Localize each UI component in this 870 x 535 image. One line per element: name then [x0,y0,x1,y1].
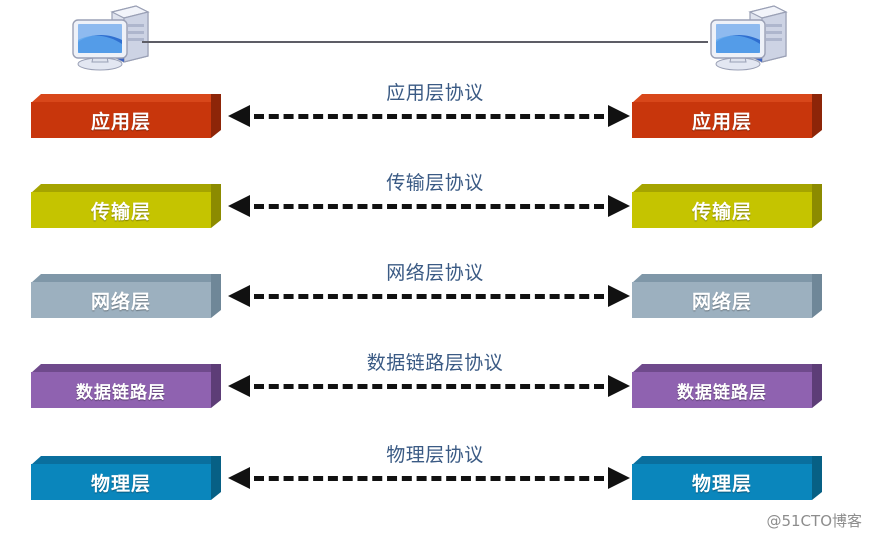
box-top-bevel [632,94,822,103]
box-top-bevel [31,184,221,193]
right-layer-box-network: 网络层 [632,274,822,318]
layer-label: 数据链路层 [76,382,166,403]
box-front-face: 数据链路层 [31,372,211,408]
protocol-label-transport: 传输层协议 [386,172,484,194]
arrow-head-right [608,105,630,127]
box-front-face: 应用层 [31,102,211,138]
protocol-arrow-network [228,285,630,307]
box-front-face: 物理层 [31,464,211,500]
layer-label: 网络层 [691,290,752,313]
protocol-arrow-transport [228,195,630,217]
arrow-shaft [254,114,604,119]
protocol-arrow-application [228,105,630,127]
box-top-bevel [31,274,221,283]
box-side-face [211,184,221,228]
arrow-head-left [228,285,250,307]
arrow-head-right [608,285,630,307]
box-side-face [211,274,221,318]
arrow-head-left [228,375,250,397]
protocol-label-datalink: 数据链路层协议 [366,352,504,374]
box-top-bevel [632,274,822,283]
arrow-head-right [608,467,630,489]
right-host-computer-icon [706,4,792,76]
layer-label: 传输层 [691,200,752,223]
arrow-shaft [254,476,604,481]
box-front-face: 物理层 [632,464,812,500]
box-side-face [211,94,221,138]
box-top-bevel [31,456,221,465]
protocol-label-application: 应用层协议 [386,82,484,104]
box-side-face [812,184,822,228]
left-layer-box-datalink: 数据链路层 [31,364,221,408]
box-side-face [812,456,822,500]
arrow-head-left [228,105,250,127]
layer-label: 应用层 [90,110,151,133]
left-layer-box-physical: 物理层 [31,456,221,500]
arrow-head-right [608,195,630,217]
right-layer-box-application: 应用层 [632,94,822,138]
box-side-face [211,456,221,500]
box-top-bevel [632,456,822,465]
watermark: @51CTO博客 [766,512,862,530]
box-top-bevel [632,364,822,373]
host-link-line [142,41,708,43]
box-side-face [812,94,822,138]
arrow-shaft [254,294,604,299]
arrow-head-left [228,195,250,217]
layer-label: 物理层 [691,472,752,495]
right-layer-box-physical: 物理层 [632,456,822,500]
layer-label: 数据链路层 [677,382,767,403]
box-top-bevel [31,364,221,373]
arrow-head-left [228,467,250,489]
left-layer-box-application: 应用层 [31,94,221,138]
left-layer-box-transport: 传输层 [31,184,221,228]
arrow-head-right [608,375,630,397]
box-side-face [211,364,221,408]
layer-label: 物理层 [90,472,151,495]
layer-label: 传输层 [90,200,151,223]
right-layer-box-datalink: 数据链路层 [632,364,822,408]
box-side-face [812,364,822,408]
right-layer-box-transport: 传输层 [632,184,822,228]
layer-label: 应用层 [691,110,752,133]
box-front-face: 网络层 [31,282,211,318]
arrow-shaft [254,384,604,389]
box-front-face: 应用层 [632,102,812,138]
box-front-face: 数据链路层 [632,372,812,408]
box-top-bevel [31,94,221,103]
arrow-shaft [254,204,604,209]
box-side-face [812,274,822,318]
layer-label: 网络层 [90,290,151,313]
box-front-face: 网络层 [632,282,812,318]
left-host-computer-icon [68,4,154,76]
left-layer-box-network: 网络层 [31,274,221,318]
protocol-label-physical: 物理层协议 [386,444,484,466]
protocol-arrow-datalink [228,375,630,397]
box-front-face: 传输层 [632,192,812,228]
box-top-bevel [632,184,822,193]
protocol-arrow-physical [228,467,630,489]
protocol-label-network: 网络层协议 [386,262,484,284]
box-front-face: 传输层 [31,192,211,228]
